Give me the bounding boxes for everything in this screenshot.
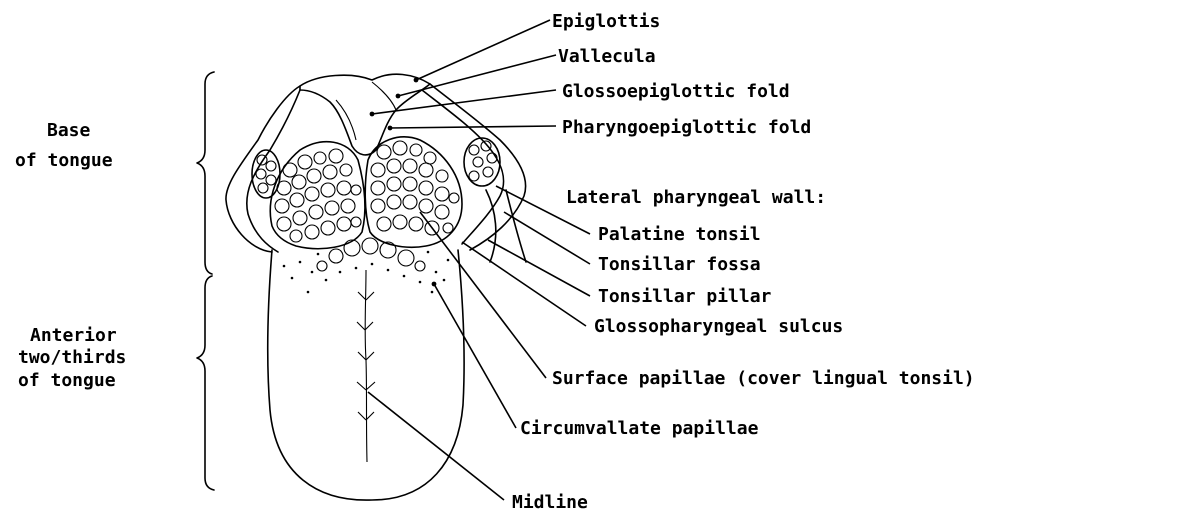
label-circumvallate-papillae: Circumvallate papillae: [520, 418, 759, 439]
label-lateral-pharyngeal-wall: Lateral pharyngeal wall:: [566, 187, 826, 208]
label-pharyngoepiglottic-fold: Pharyngoepiglottic fold: [562, 117, 811, 138]
label-base-line2: of tongue: [15, 150, 113, 171]
label-glossopharyngeal-sulcus: Glossopharyngeal sulcus: [594, 316, 843, 337]
label-anterior-line1: Anterior: [30, 325, 117, 346]
label-epiglottis: Epiglottis: [552, 11, 660, 32]
label-tonsillar-pillar: Tonsillar pillar: [598, 286, 772, 307]
label-glossoepiglottic-fold: Glossoepiglottic fold: [562, 81, 790, 102]
label-surface-papillae: Surface papillae (cover lingual tonsil): [552, 368, 975, 389]
epiglottis-fold-line: [336, 82, 396, 140]
right-pillar-line: [486, 190, 526, 262]
anterior-bracket: [197, 276, 214, 490]
lingual-tonsil-left: [270, 142, 365, 249]
label-anterior-line3: of tongue: [18, 370, 116, 391]
lingual-tonsil-right: [365, 137, 462, 247]
base-bracket: [197, 72, 214, 274]
label-midline: Midline: [512, 492, 588, 513]
palatine-tonsil-left: [252, 150, 280, 198]
label-vallecula: Vallecula: [558, 46, 656, 67]
label-tonsillar-fossa: Tonsillar fossa: [598, 254, 761, 275]
label-palatine-tonsil: Palatine tonsil: [598, 224, 761, 245]
label-base-line1: Base: [47, 120, 91, 141]
circumvallate-row: [317, 238, 425, 271]
palatine-tonsil-right: [464, 138, 500, 186]
label-anterior-line2: two/thirds: [18, 347, 126, 368]
